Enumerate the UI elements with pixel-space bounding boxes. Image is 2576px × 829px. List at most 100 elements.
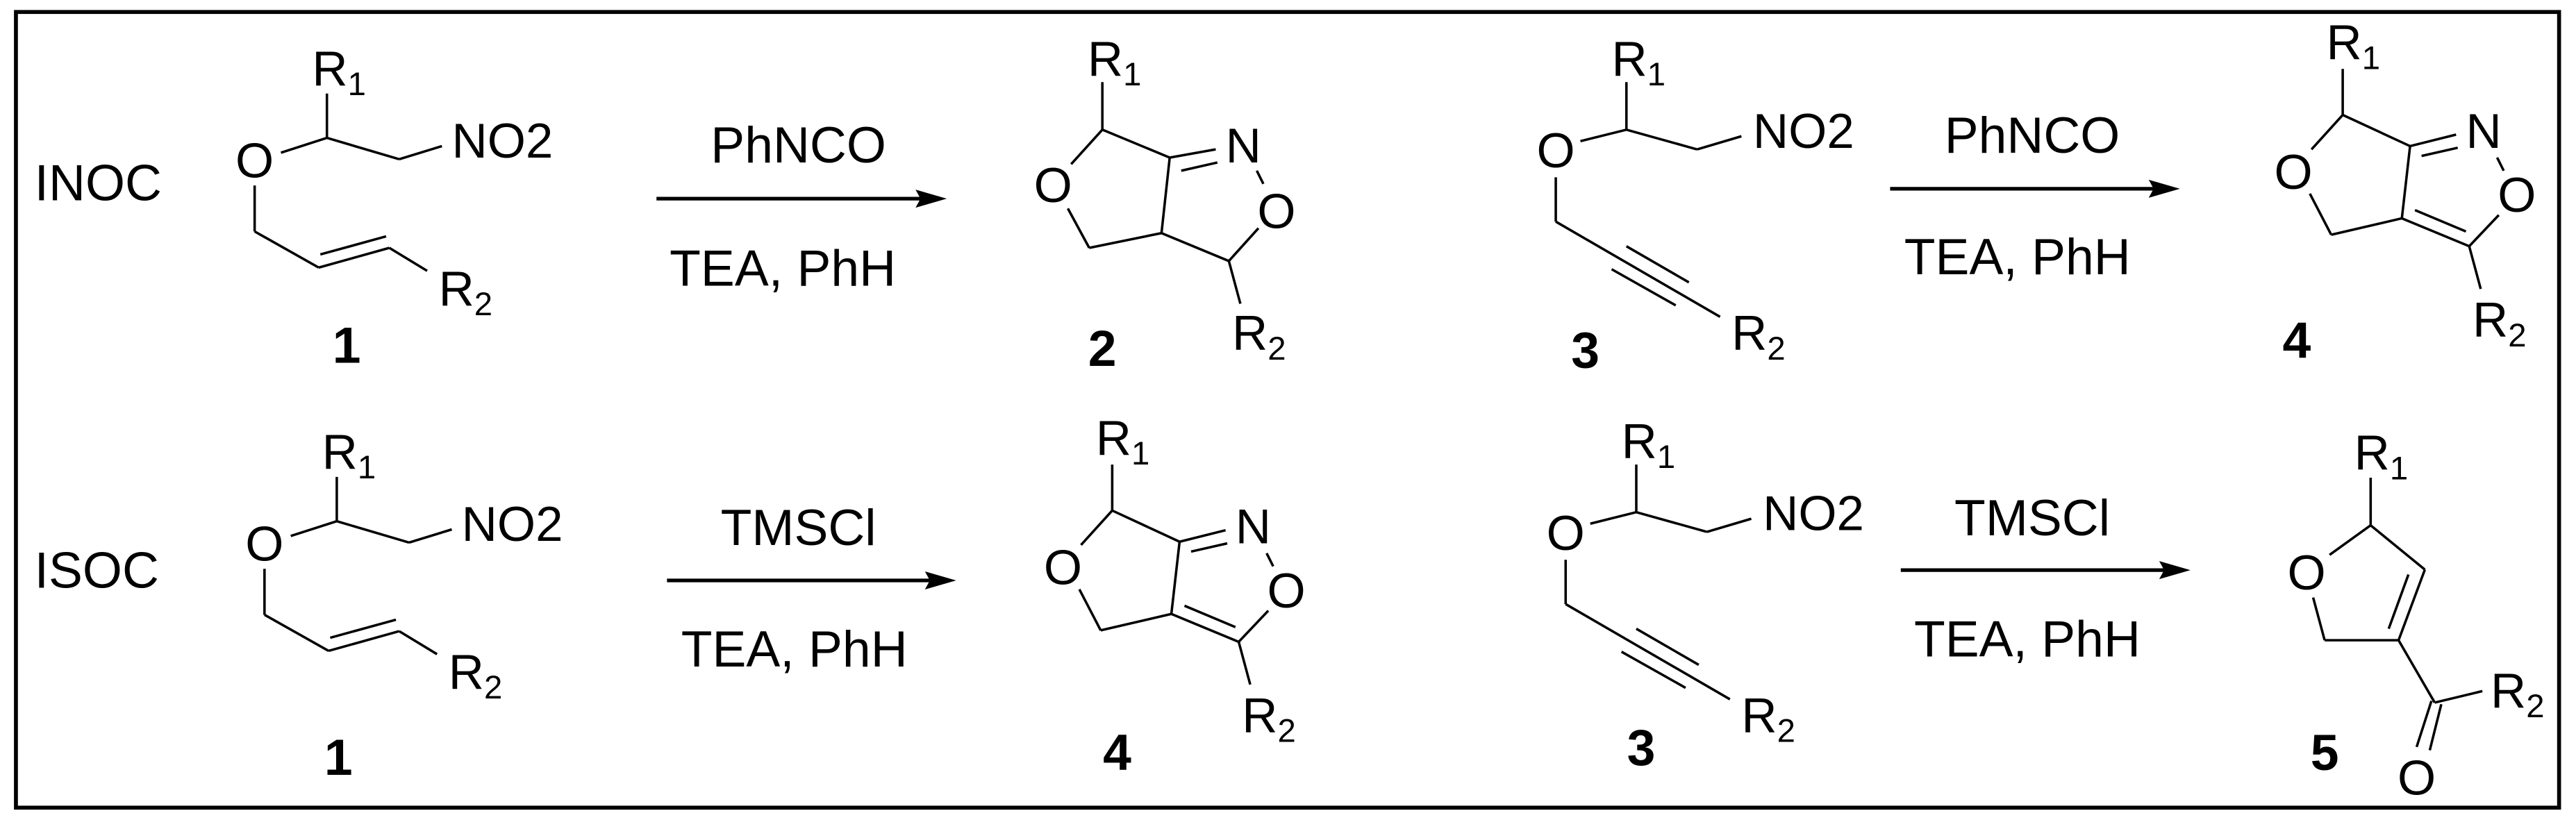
r2-label: R2 — [449, 645, 503, 706]
bond-line — [1066, 208, 1090, 249]
r1-label: R1 — [1088, 32, 1142, 93]
bond-line — [2331, 217, 2402, 236]
isoxazole-oxygen-label: O — [2498, 168, 2536, 223]
reagent-label: TMSCl — [721, 499, 876, 556]
conditions-label: TEA, PhH — [1914, 611, 2141, 668]
bond-line — [1580, 128, 1627, 143]
ring-oxygen-label: O — [1044, 541, 1082, 596]
arrowhead-icon — [2159, 561, 2191, 580]
r1-label: R1 — [322, 425, 376, 486]
bond-line — [408, 528, 453, 544]
bond-line — [1636, 628, 1700, 667]
bond-line — [388, 246, 428, 272]
inoc-alkyne-reaction-arrow: PhNCO TEA, PhH — [1890, 107, 2180, 285]
bond-line — [1080, 510, 1113, 546]
bond-line — [2400, 146, 2411, 219]
bond-line — [1190, 542, 1228, 553]
r1-label: R1 — [1622, 414, 1676, 476]
bond-line — [1183, 604, 1236, 628]
reagent-label: PhNCO — [1945, 107, 2120, 164]
bond-line — [2428, 703, 2443, 751]
bond-line — [2387, 573, 2410, 630]
nitrogen-label: N — [1236, 500, 1271, 555]
r2-label: R2 — [439, 262, 493, 323]
bond-line — [2329, 524, 2372, 556]
bond-line — [1170, 612, 1240, 644]
row-label-inoc: INOC — [35, 154, 162, 211]
bond-line — [2370, 524, 2426, 571]
ether-oxygen-label: O — [1547, 506, 1585, 561]
bond-line — [1078, 588, 1102, 631]
reagent-label: TMSCl — [1954, 489, 2110, 546]
bond-line — [1102, 128, 1170, 159]
compound-number: 3 — [1571, 322, 1599, 379]
bond-line — [1625, 245, 1690, 284]
r2-label: R2 — [1731, 306, 1786, 367]
bond-line — [2495, 157, 2505, 171]
bond-line — [326, 136, 400, 161]
bond-line — [1170, 542, 1181, 614]
conditions-label: TEA, PhH — [1904, 228, 2131, 285]
bond-line — [2414, 209, 2467, 233]
ring-oxygen-label: O — [2275, 145, 2313, 200]
bond-line — [1070, 128, 1104, 165]
bond-line — [1706, 517, 1752, 533]
bond-line — [398, 630, 438, 655]
bond-line — [2468, 214, 2500, 247]
bond-line — [1620, 651, 1686, 689]
arrowhead-icon — [924, 571, 956, 590]
bond-line — [1169, 148, 1216, 159]
arrowhead-icon — [915, 190, 947, 208]
compound-number: 1 — [333, 317, 361, 374]
r2-label: R2 — [2473, 293, 2527, 354]
r2-label: R2 — [1741, 689, 1795, 750]
conditions-label: TEA, PhH — [670, 240, 896, 296]
bond-line — [1111, 509, 1181, 543]
bond-line — [319, 235, 387, 256]
bond-line — [1100, 612, 1172, 632]
bond-line — [2397, 639, 2436, 703]
scheme-frame — [14, 10, 2561, 810]
bond-line — [2421, 146, 2459, 158]
bond-line — [2309, 193, 2333, 235]
bond-line — [336, 519, 410, 544]
nitro-group-label: NO2 — [1763, 487, 1864, 542]
compound-number: 5 — [2311, 724, 2339, 781]
bond-line — [1611, 268, 1677, 307]
bond-line — [2311, 597, 2326, 641]
r1-label: R1 — [2354, 426, 2409, 487]
bond-line — [318, 246, 390, 269]
bond-line — [290, 519, 338, 537]
bond-line — [1088, 232, 1162, 249]
bond-line — [1237, 642, 1252, 685]
r1-label: R1 — [1096, 411, 1150, 472]
bond-line — [1161, 232, 1230, 262]
bond-line — [263, 613, 329, 653]
ring-oxygen-label: O — [1034, 158, 1072, 213]
bond-line — [1565, 603, 1731, 701]
bond-line — [1227, 260, 1242, 304]
isoxazoline-oxygen-label: O — [1257, 185, 1295, 240]
compound-number: 4 — [1103, 724, 1131, 781]
bond-line — [1590, 510, 1637, 525]
ether-oxygen-label: O — [245, 517, 283, 571]
nitro-group-label: NO2 — [1753, 104, 1854, 159]
isoxazole-oxygen-label: O — [1268, 564, 1306, 619]
ether-oxygen-label: O — [1536, 124, 1574, 178]
bond-line — [2310, 114, 2344, 151]
nitro-group-label: NO2 — [451, 114, 553, 169]
bond-line — [280, 136, 328, 154]
bond-line — [329, 618, 397, 639]
compound-number: 2 — [1088, 320, 1117, 377]
bond-line — [1179, 528, 1227, 543]
